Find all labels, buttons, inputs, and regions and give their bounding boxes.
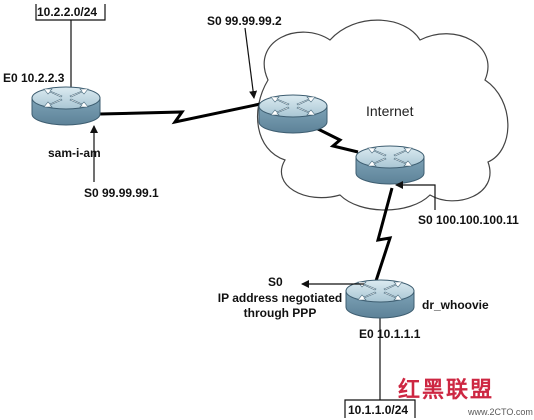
serial-link-isp-to-internet — [315, 126, 359, 154]
router-name-dr-whoovie: dr_whoovie — [422, 298, 489, 312]
s0-label-internet: S0 100.100.100.11 — [418, 213, 519, 227]
network-segment-bottom — [344, 318, 416, 418]
e0-label-sam-i-am: E0 10.2.2.3 — [3, 71, 65, 85]
router-name-sam-i-am: sam-i-am — [48, 146, 101, 160]
watermark-brand: 红黑联盟 — [398, 377, 495, 403]
s0-label-sam-i-am: S0 99.99.99.1 — [84, 186, 159, 200]
ppp-note-line1: IP address negotiated — [217, 291, 343, 305]
serial-link-internet-to-dr-whoovie — [372, 187, 394, 288]
router-isp-icon — [258, 94, 328, 134]
s0-label-isp: S0 99.99.99.2 — [207, 14, 282, 28]
internet-cloud — [256, 19, 509, 211]
network-segment-top-left — [35, 4, 106, 94]
ppp-note-line2: through PPP — [243, 306, 317, 320]
e0-label-dr-whoovie: E0 10.1.1.1 — [359, 327, 421, 341]
serial-link-sam-to-isp — [99, 101, 266, 125]
network-label-top-left: 10.2.2.0/24 — [37, 5, 98, 19]
cloud-label: Internet — [366, 103, 414, 119]
watermark-url: www.2CTO.com — [468, 407, 533, 417]
router-internet-icon — [355, 145, 425, 185]
arrow-s0-internet — [395, 181, 436, 210]
router-sam-i-am-icon — [31, 86, 101, 126]
s0-label-dr-whoovie: S0 — [268, 275, 283, 289]
network-label-bottom: 10.1.1.0/24 — [348, 403, 409, 417]
arrow-s0-isp — [244, 27, 258, 99]
